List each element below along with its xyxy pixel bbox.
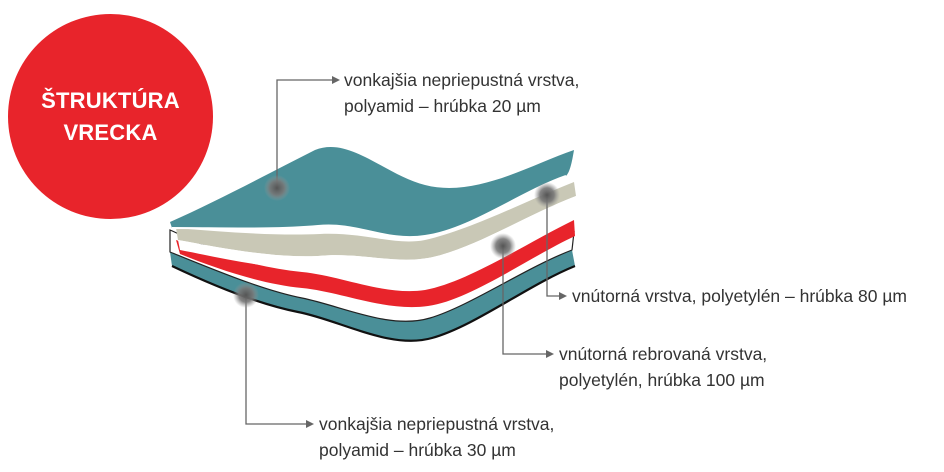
red-ribbed-layer xyxy=(176,220,575,308)
connector-arrowheads xyxy=(306,76,567,428)
badge-title-line1: ŠTRUKTÚRA xyxy=(41,87,180,113)
connector-lines xyxy=(245,79,560,425)
label-inner-line1: vnútorná vrstva, polyetylén – hrúbka 80 … xyxy=(572,286,907,306)
label-ribbed-line1: vnútorná rebrovaná vrstva, xyxy=(559,344,768,364)
callout-dot-inner-pe xyxy=(534,182,560,208)
label-outer-top-line2: polyamid – hrúbka 20 µm xyxy=(344,96,541,116)
structure-badge: ŠTRUKTÚRA VRECKA xyxy=(8,14,213,219)
label-ribbed-layer: vnútorná rebrovaná vrstva, polyetylén, h… xyxy=(559,341,767,393)
label-outer-top-line1: vonkajšia nepriepustná vrstva, xyxy=(344,70,580,90)
beige-inner-layer xyxy=(176,182,576,260)
top-layer-edge xyxy=(171,175,567,239)
label-outer-bottom-line1: vonkajšia nepriepustná vrstva, xyxy=(319,414,555,434)
label-outer-layer-bottom: vonkajšia nepriepustná vrstva, polyamid … xyxy=(319,411,554,463)
callout-dot-outer-bottom xyxy=(233,282,259,308)
callout-dot-ribbed xyxy=(490,233,516,259)
bottom-teal-layer xyxy=(170,250,575,341)
label-outer-layer-top: vonkajšia nepriepustná vrstva, polyamid … xyxy=(344,67,579,119)
label-ribbed-line2: polyetylén, hrúbka 100 µm xyxy=(559,370,765,390)
badge-title-line2: VRECKA xyxy=(63,119,158,145)
top-teal-layer xyxy=(170,147,574,238)
label-outer-bottom-line2: polyamid – hrúbka 30 µm xyxy=(319,440,516,460)
callout-dot-outer-top xyxy=(264,175,290,201)
white-gap-beige-red xyxy=(178,196,576,273)
label-inner-layer: vnútorná vrstva, polyetylén – hrúbka 80 … xyxy=(572,283,907,309)
